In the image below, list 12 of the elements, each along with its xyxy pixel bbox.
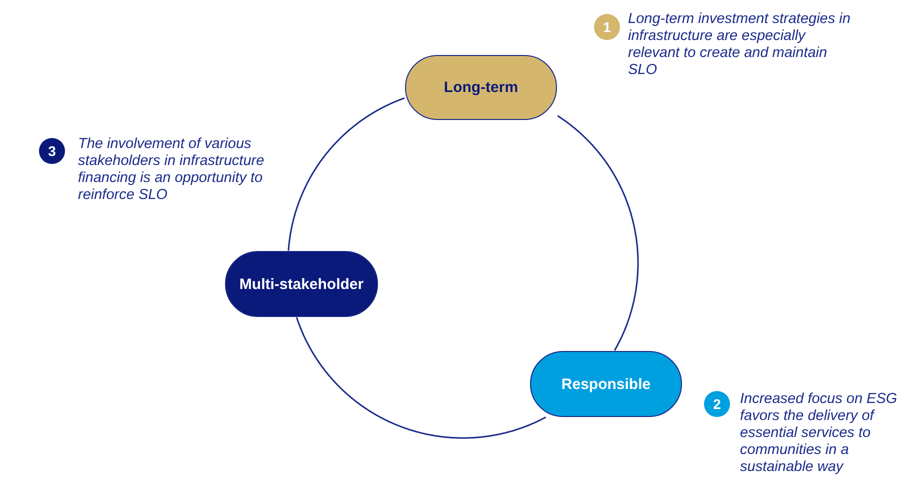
circle-arc-connector [296, 317, 546, 439]
number-badge: 3 [39, 138, 65, 164]
circle-arc-connector [557, 115, 639, 351]
circle-arc-connector [288, 97, 405, 251]
note-text: Increased focus on ESG favors the delivery of essential services to communities in a sustainable way [740, 391, 898, 476]
number-badge: 2 [704, 391, 730, 417]
rounded-box: Multi-stakeholder [225, 251, 378, 317]
number-badge: 1 [594, 14, 620, 40]
rounded-box: Long-term [405, 55, 557, 120]
note-text: The involvement of various stakeholders in infrastructure financing is an opportunity to reinforce SLO [78, 136, 266, 204]
note-text: Long-term investment strategies in infrastructure are especially relevant to create and maintain SLO [628, 11, 852, 79]
rounded-box: Responsible [530, 351, 682, 417]
